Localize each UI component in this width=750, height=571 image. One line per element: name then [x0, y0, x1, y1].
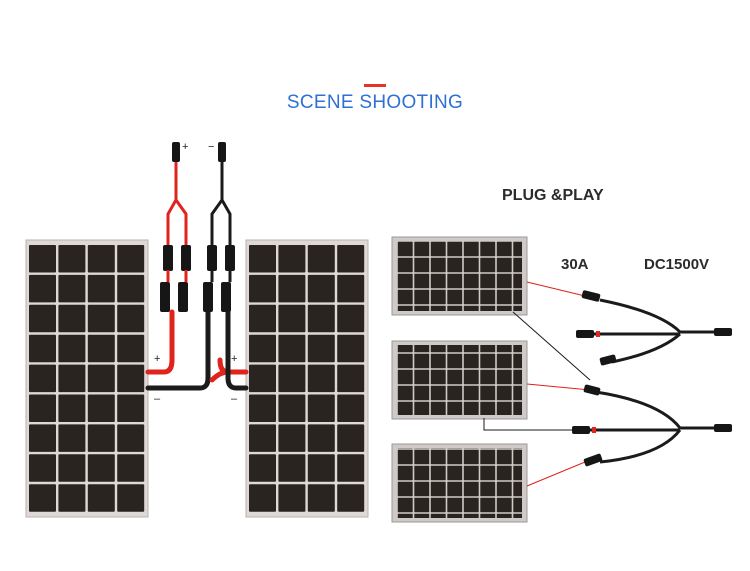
- solar-cell: [278, 304, 306, 333]
- negative-sign-right: –: [231, 393, 238, 405]
- solar-cell: [87, 274, 115, 303]
- solar-cell: [58, 304, 86, 333]
- solar-cell: [337, 454, 365, 482]
- solar-cell: [278, 364, 306, 393]
- solar-cell: [29, 274, 56, 303]
- solar-cell: [249, 364, 276, 393]
- solar-cell: [249, 304, 276, 333]
- solar-cell: [87, 334, 115, 363]
- solar-cell: [307, 334, 335, 363]
- solar-cell: [87, 394, 115, 422]
- solar-cell: [58, 274, 86, 303]
- solar-cell: [117, 484, 145, 512]
- panel-leads: [483, 281, 591, 487]
- solar-cell: [29, 484, 56, 512]
- voltage-rating-label: DC1500V: [644, 256, 710, 273]
- solar-cell: [249, 245, 276, 273]
- solar-cell: [29, 424, 56, 452]
- negative-sign-top: −: [208, 141, 214, 153]
- solar-cell: [29, 304, 56, 333]
- solar-cell: [307, 364, 335, 393]
- solar-cell: [278, 424, 306, 452]
- solar-cell: [58, 424, 86, 452]
- solar-cell: [278, 394, 306, 422]
- solar-cell: [58, 394, 86, 422]
- solar-cell: [87, 454, 115, 482]
- solar-cell: [278, 484, 306, 512]
- solar-cell: [249, 454, 276, 482]
- solar-cell: [117, 245, 145, 273]
- mc4-connector-icon: [160, 142, 235, 312]
- solar-cell: [307, 454, 335, 482]
- polarity-labels: + − + – + –: [154, 141, 238, 405]
- solar-cell: [117, 424, 145, 452]
- plug-and-play-title: PLUG &PLAY: [502, 187, 604, 204]
- solar-cell: [29, 364, 56, 393]
- solar-cell: [249, 424, 276, 452]
- solar-cell: [58, 484, 86, 512]
- solar-cell: [29, 245, 56, 273]
- solar-cell: [337, 394, 365, 422]
- negative-sign-left: –: [154, 393, 161, 405]
- panel-cells-left: [29, 245, 145, 512]
- solar-cell: [337, 274, 365, 303]
- solar-cell: [117, 304, 145, 333]
- solar-cell: [337, 304, 365, 333]
- solar-cell: [307, 274, 335, 303]
- solar-cell: [337, 484, 365, 512]
- solar-cell: [307, 484, 335, 512]
- panel-interconnect-cables: [145, 309, 249, 391]
- solar-cell: [278, 245, 306, 273]
- solar-cell: [307, 304, 335, 333]
- solar-cell: [249, 484, 276, 512]
- solar-cell: [307, 245, 335, 273]
- solar-cell: [117, 394, 145, 422]
- solar-cell: [87, 484, 115, 512]
- solar-cell: [29, 334, 56, 363]
- current-rating-label: 30A: [561, 256, 589, 273]
- solar-cell: [249, 394, 276, 422]
- solar-cell: [337, 364, 365, 393]
- title-accent-line: [364, 84, 386, 87]
- solar-cell: [58, 245, 86, 273]
- solar-panel-center: [245, 239, 369, 518]
- solar-cell: [307, 424, 335, 452]
- solar-cell: [29, 394, 56, 422]
- solar-cell: [337, 424, 365, 452]
- positive-sign-left: +: [154, 353, 160, 365]
- solar-cell: [58, 364, 86, 393]
- solar-cell: [58, 334, 86, 363]
- solar-cell: [278, 334, 306, 363]
- positive-sign-right: +: [231, 353, 237, 365]
- solar-cell: [117, 364, 145, 393]
- solar-cell: [337, 334, 365, 363]
- positive-sign-top: +: [182, 141, 188, 153]
- y-branch-connector-icon: [590, 298, 714, 464]
- solar-cell: [278, 454, 306, 482]
- solar-cell: [249, 274, 276, 303]
- y-branch-cables: [166, 158, 232, 252]
- solar-panel-left: [25, 239, 149, 518]
- solar-panel-right-bottom: [391, 443, 528, 523]
- mc4-connector-icon-right: [572, 290, 732, 467]
- solar-cell: [249, 334, 276, 363]
- solar-cell: [87, 304, 115, 333]
- solar-cell: [337, 245, 365, 273]
- solar-cell: [278, 274, 306, 303]
- solar-cell: [87, 364, 115, 393]
- solar-cell: [58, 454, 86, 482]
- solar-cell: [87, 424, 115, 452]
- panel-cells-center: [249, 245, 365, 512]
- solar-panel-right-top: [391, 236, 528, 316]
- solar-cell: [29, 454, 56, 482]
- page-title: SCENE SHOOTING: [286, 92, 464, 113]
- solar-cell: [87, 245, 115, 273]
- solar-panel-right-middle: [391, 340, 528, 420]
- solar-cell: [307, 394, 335, 422]
- solar-cell: [117, 274, 145, 303]
- solar-cell: [117, 454, 145, 482]
- solar-cell: [117, 334, 145, 363]
